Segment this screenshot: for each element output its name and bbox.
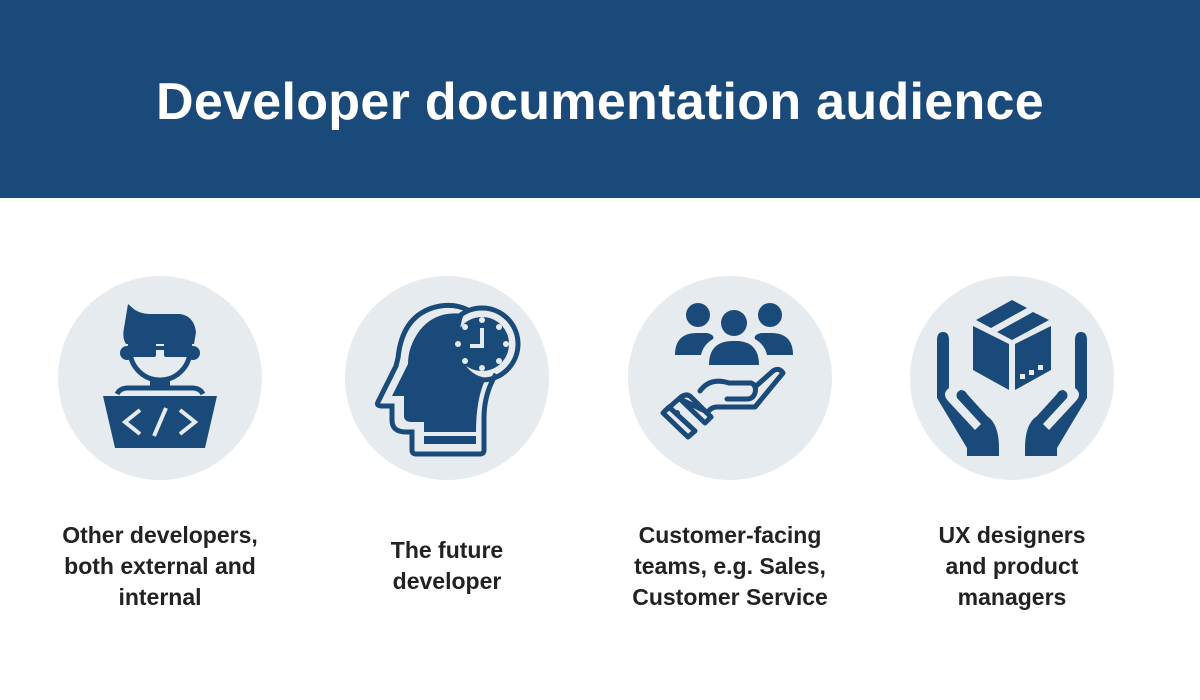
head-clock-icon xyxy=(375,302,521,457)
page-title: Developer documentation audience xyxy=(155,73,1044,131)
audience-ux-product: UX designers and product managers xyxy=(882,276,1142,616)
hands-box-icon xyxy=(937,300,1087,456)
icon-circle xyxy=(910,276,1114,480)
audience-customer-facing: Customer-facing teams, e.g. Sales, Custo… xyxy=(600,276,860,616)
icon-circle xyxy=(345,276,549,480)
audience-future-developer: The future developer xyxy=(317,276,577,616)
audience-label: Customer-facing teams, e.g. Sales, Custo… xyxy=(632,521,828,610)
audience-label: UX designers and product managers xyxy=(938,521,1086,610)
icon-circle xyxy=(58,276,262,480)
team-hand-icon xyxy=(660,303,793,440)
audience-developers: Other developers, both external and inte… xyxy=(30,276,290,616)
header-banner: Developer documentation audience xyxy=(0,0,1200,198)
audience-label: The future developer xyxy=(390,537,504,594)
developer-icon xyxy=(103,304,217,448)
audience-label: Other developers, both external and inte… xyxy=(62,521,258,610)
icon-circle xyxy=(628,276,832,480)
